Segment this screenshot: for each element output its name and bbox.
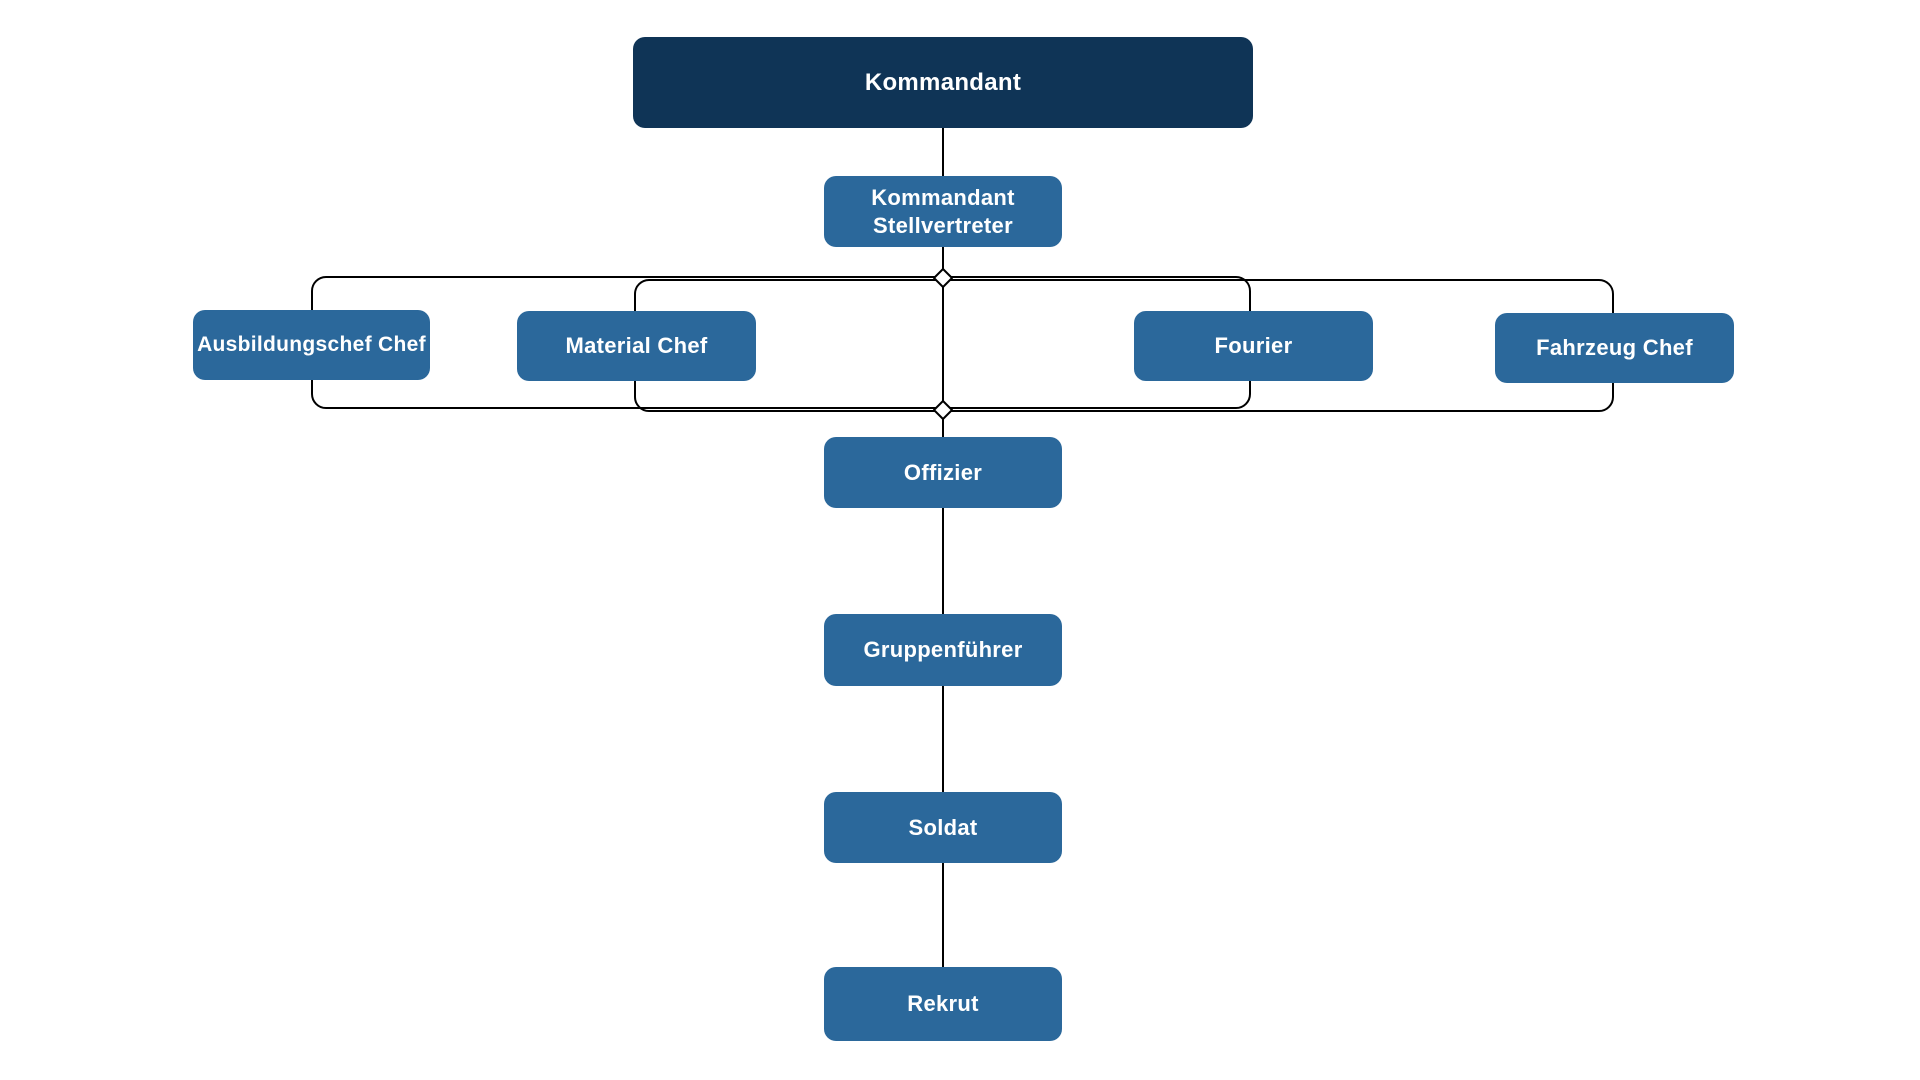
org-node-label: Kommandant Stellvertreter bbox=[871, 185, 1015, 238]
junction-diamond-bottom bbox=[933, 400, 953, 420]
org-node-kommandant-stellvertreter[interactable]: Kommandant Stellvertreter bbox=[824, 176, 1062, 247]
org-node-label: Gruppenführer bbox=[863, 637, 1023, 663]
org-node-label: Kommandant bbox=[864, 68, 1022, 96]
org-node-label: Soldat bbox=[908, 814, 978, 840]
org-node-material-chef[interactable]: Material Chef bbox=[517, 311, 756, 381]
org-node-fahrzeug-chef[interactable]: Fahrzeug Chef bbox=[1495, 313, 1734, 383]
org-node-label: Rekrut bbox=[907, 991, 979, 1017]
org-node-fourier[interactable]: Fourier bbox=[1134, 311, 1373, 381]
org-node-kommandant[interactable]: Kommandant bbox=[633, 37, 1253, 128]
org-node-offizier[interactable]: Offizier bbox=[824, 437, 1062, 508]
junction-diamond-top bbox=[933, 268, 953, 288]
org-node-label: Fourier bbox=[1214, 333, 1293, 359]
connector-loop-outer bbox=[634, 279, 1614, 412]
org-node-ausbildungschef-chef[interactable]: Ausbildungschef Chef bbox=[193, 310, 430, 380]
org-node-label: Offizier bbox=[903, 459, 983, 485]
org-node-gruppenfuehrer[interactable]: Gruppenführer bbox=[824, 614, 1062, 686]
org-node-label: Ausbildungschef Chef bbox=[197, 332, 426, 356]
connector-loop-inner bbox=[311, 276, 1251, 409]
org-node-label: Fahrzeug Chef bbox=[1536, 335, 1693, 361]
org-node-soldat[interactable]: Soldat bbox=[824, 792, 1062, 863]
org-node-rekrut[interactable]: Rekrut bbox=[824, 967, 1062, 1041]
org-node-label: Material Chef bbox=[565, 333, 708, 359]
